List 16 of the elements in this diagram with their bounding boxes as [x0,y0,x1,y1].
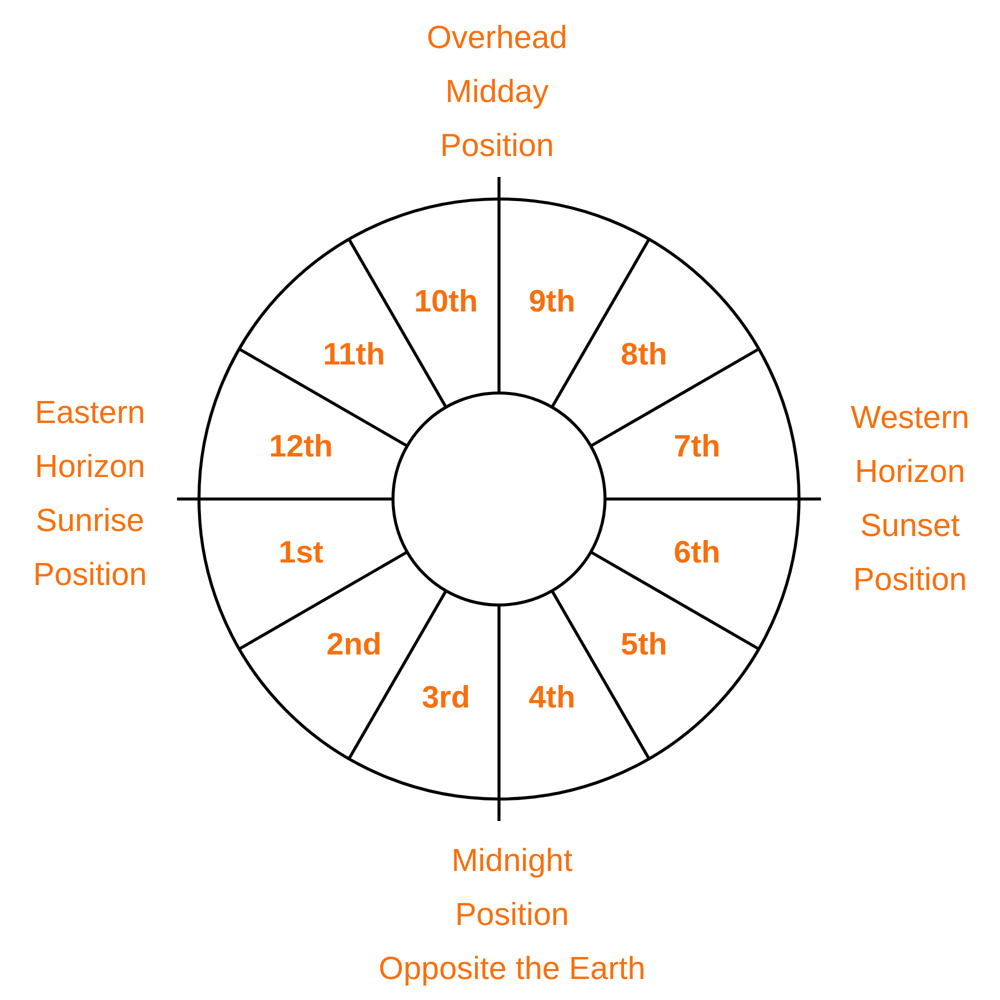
house-label: 4th [528,682,576,712]
position-label: Overhead Midday Position [426,18,568,165]
house-label: 2nd [326,628,382,660]
house-label: 8th [620,338,668,370]
position-label: Eastern Horizon Sunrise Position [33,393,147,594]
house-label: 10th [414,285,478,316]
position-label: Midnight Position Opposite the Earth [378,841,646,988]
house-label: 5th [620,628,668,660]
house-label: 3rd [422,682,470,712]
position-label: Western Horizon Sunset Position [850,398,970,599]
house-label: 6th [674,536,720,568]
house-label: 7th [674,430,720,462]
house-label: 1st [278,536,324,568]
house-label: 12th [269,430,333,462]
house-label: 11th [323,338,386,370]
house-label: 9th [528,285,576,316]
